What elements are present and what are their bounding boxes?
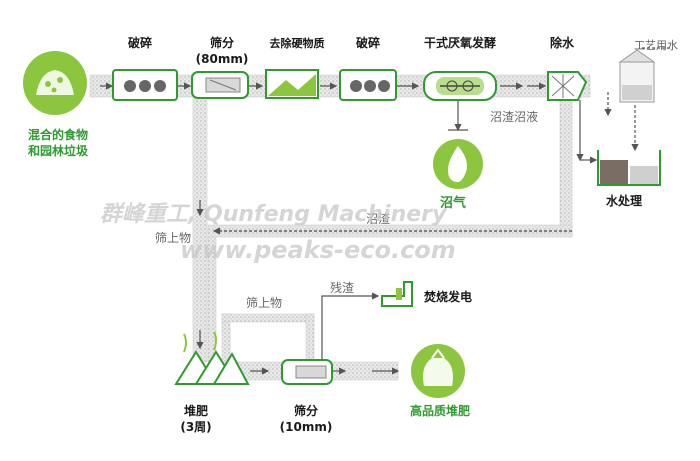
dewater-label: 除水: [549, 36, 575, 50]
screen-1-label: 筛分: [209, 36, 235, 50]
remove-hard-label: 去除硬物质: [269, 37, 325, 50]
residue-liquid-label: 沼渣沼液: [490, 110, 539, 124]
watermark-line-2: www.peaks-eco.com: [180, 236, 456, 264]
process-water-tank-icon: [618, 49, 656, 103]
mixed-waste-label: 混合的食物: [27, 128, 89, 142]
hq-compost-label: 高品质堆肥: [409, 404, 471, 418]
process-water-label: 工艺用水: [634, 39, 678, 52]
biogas-icon: [433, 139, 483, 189]
anaerobic-digester-icon: [423, 71, 497, 101]
crusher-2-icon: [339, 69, 397, 101]
incineration-label: 焚烧发电: [424, 290, 473, 304]
compost-time-label: (3周): [180, 420, 212, 434]
compost-bag-icon: [411, 344, 465, 398]
mixed-waste-icon: [23, 51, 87, 115]
screen-2-label: 筛分: [293, 404, 319, 418]
screen-80mm-icon: [191, 71, 249, 99]
incineration-icon: [381, 281, 413, 307]
screen-2-size-label: (10mm): [279, 420, 333, 434]
watermark-line-1: 群峰重工, Qunfeng Machinery: [100, 202, 447, 227]
screen-1-size-label: (80mm): [195, 52, 249, 66]
dry-ad-label: 干式厌氧发酵: [423, 36, 497, 50]
compost-label: 堆肥: [183, 404, 209, 418]
compost-pile-icon: [174, 331, 250, 385]
biogas-label: 沼气: [440, 196, 467, 211]
water-treatment-label: 水处理: [606, 194, 643, 208]
crush-1-label: 破碎: [127, 36, 153, 50]
oversize-2-label: 筛上物: [246, 296, 283, 310]
slag-label: 残渣: [330, 281, 355, 295]
oversize-1-label: 筛上物: [155, 231, 192, 245]
flow-arrows: [100, 47, 670, 375]
hard-material-removal-icon: [265, 69, 319, 99]
residue-label: 沼渣: [366, 212, 391, 226]
dewatering-icon: [547, 71, 588, 101]
crush-2-label: 破碎: [355, 36, 381, 50]
screen-10mm-icon: [281, 359, 333, 385]
mixed-waste-label-2: 和园林垃圾: [27, 144, 89, 158]
water-treatment-icon: [597, 150, 661, 186]
crusher-1-icon: [112, 69, 178, 101]
